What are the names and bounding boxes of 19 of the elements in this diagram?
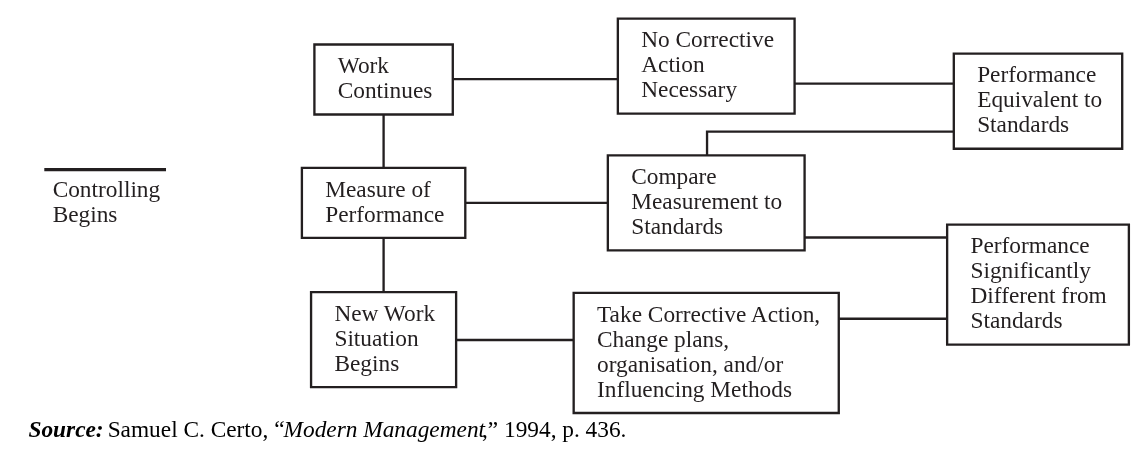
node-box: Performance Equivalent to Standards (952, 52, 1124, 150)
connector (382, 114, 385, 168)
connector (838, 317, 947, 320)
node-box: Take Corrective Action, Change plans, organisation, and/or Influencing Methods (572, 291, 840, 415)
node-box: New Work Situation Begins (309, 290, 458, 389)
connector (456, 338, 574, 342)
connector (804, 236, 948, 239)
label: Controlling Begins (52, 175, 161, 227)
node-box: No Corrective Action Necessary (616, 17, 796, 115)
connector (452, 77, 618, 81)
connector (382, 238, 385, 292)
node-box: Compare Measurement to Standards (606, 154, 806, 252)
connector (465, 201, 608, 205)
caption: Source: Samuel C. Certo, “Modern Management,” 1994, p. 436. (28, 415, 627, 442)
node-box: Performance Significantly Different from Standards (945, 223, 1131, 346)
node-box: Measure of Performance (300, 166, 467, 240)
connector (705, 130, 954, 155)
connector (794, 82, 954, 85)
node-box: Work Continues (313, 43, 454, 116)
